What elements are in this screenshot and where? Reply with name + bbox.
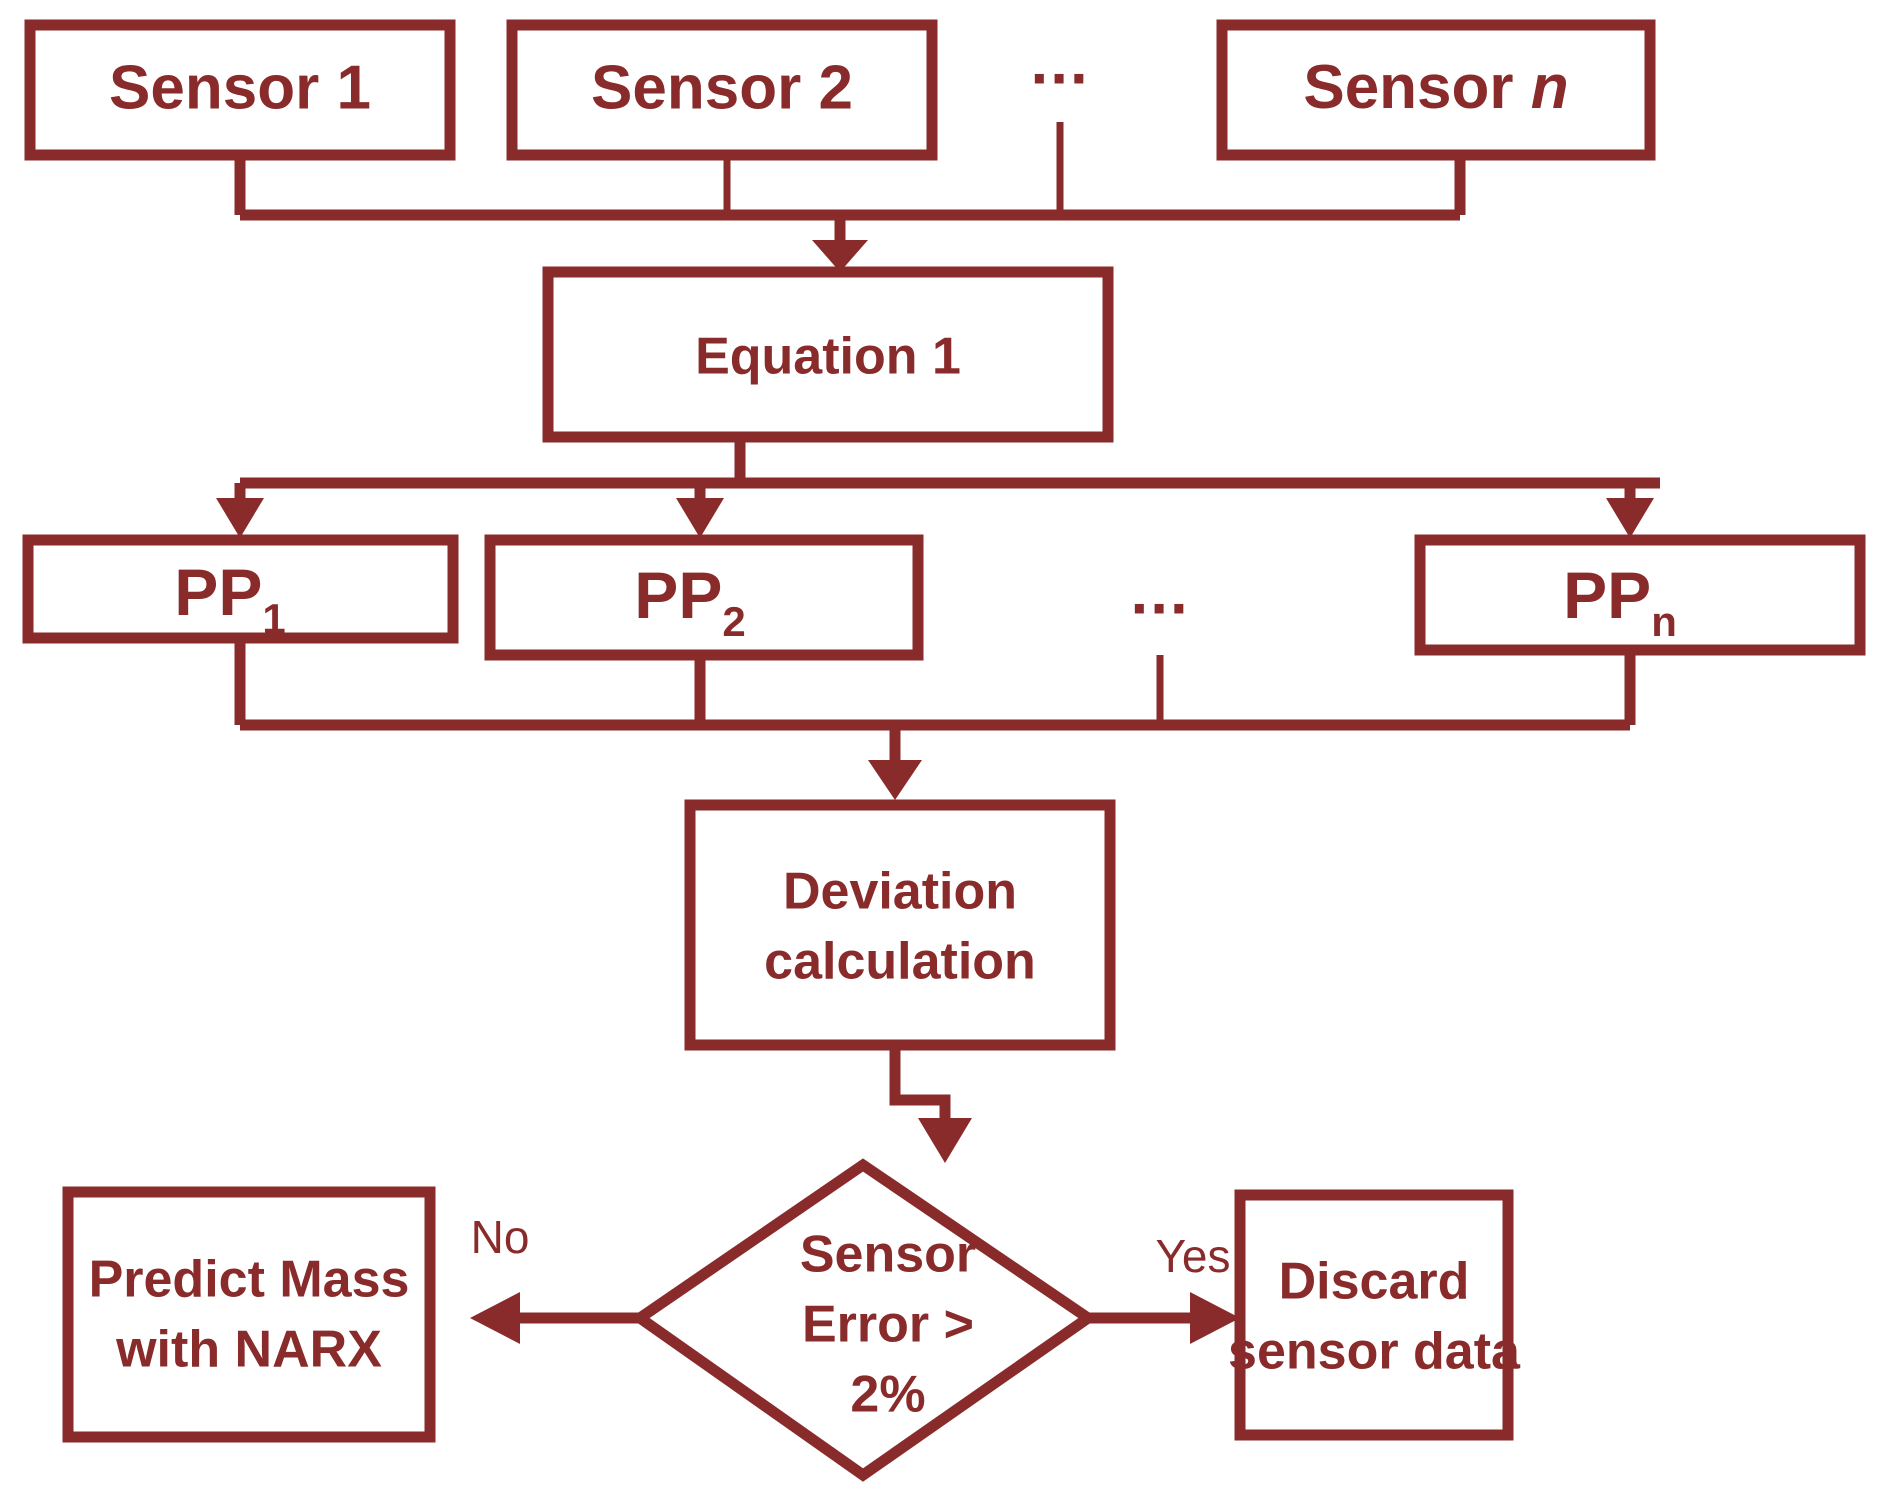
node-sensor-1[interactable]: Sensor 1 (24, 19, 456, 161)
pp-n-label: PPn (1563, 558, 1677, 645)
connector-pp-to-deviation (234, 638, 1636, 800)
connector-sensors-to-equation (234, 122, 1466, 272)
discard-label-line2: sensor data (1228, 1323, 1521, 1381)
deviation-label-line2: calculation (764, 933, 1036, 991)
node-pp-2[interactable]: PP2 (484, 534, 924, 661)
connector-decision-no (470, 1292, 640, 1344)
node-sensor-n[interactable]: Sensor n (1216, 19, 1656, 161)
deviation-box[interactable] (684, 799, 1116, 1051)
pp-n-box[interactable] (1414, 534, 1866, 656)
arrowhead-to-predict-mass (470, 1292, 520, 1344)
connector-deviation-jog (889, 1047, 951, 1125)
connector-decision-yes (1088, 1292, 1240, 1344)
sensor-n-label-base: Sensor (1303, 53, 1530, 122)
node-pp-1[interactable]: PP1 (22, 534, 459, 644)
decision-label-line1: Sensor (800, 1226, 976, 1284)
decision-diamond[interactable] (630, 1158, 1098, 1482)
pp-2-label: PP2 (634, 558, 745, 645)
decision-label-line2: Error > (802, 1296, 974, 1354)
branch-label-yes: Yes (1155, 1230, 1230, 1282)
node-predict-mass-narx[interactable]: Predict Mass with NARX (62, 1186, 436, 1443)
connector-deviation-to-decision (889, 1047, 972, 1163)
pp-n-base: PP (1563, 558, 1651, 632)
node-sensor-error-decision[interactable]: Sensor Error > 2% (630, 1158, 1098, 1482)
arrowhead-to-decision (918, 1118, 972, 1163)
node-discard-sensor-data[interactable]: Discard sensor data (1228, 1189, 1521, 1441)
node-equation-1[interactable]: Equation 1 (542, 266, 1114, 443)
node-pp-n[interactable]: PPn (1414, 534, 1866, 656)
pp-1-box[interactable] (22, 534, 459, 644)
arrowhead-to-ppn (1606, 498, 1654, 538)
sensor-2-box[interactable] (506, 19, 938, 161)
branch-label-no: No (471, 1211, 530, 1263)
predict-mass-box[interactable] (62, 1186, 436, 1443)
sensor-row-ellipsis: ∙∙∙ (1030, 42, 1089, 114)
discard-box[interactable] (1234, 1189, 1514, 1441)
pp-1-subscript: 1 (262, 595, 285, 642)
sensor-2-label: Sensor 2 (591, 53, 853, 122)
predict-mass-label-line2: with NARX (115, 1321, 382, 1379)
pp-2-base: PP (634, 558, 722, 632)
node-deviation-calculation[interactable]: Deviation calculation (684, 799, 1116, 1051)
sensor-n-box[interactable] (1216, 19, 1656, 161)
sensor-1-box[interactable] (24, 19, 456, 161)
sensor-n-label-suffix: n (1531, 53, 1569, 122)
sensor-1-label: Sensor 1 (109, 53, 371, 122)
equation-1-box[interactable] (542, 266, 1114, 443)
pp-2-box[interactable] (484, 534, 924, 661)
pp-1-base: PP (174, 555, 262, 629)
predict-mass-label-line1: Predict Mass (89, 1251, 410, 1309)
pp-row-ellipsis: ∙∙∙ (1130, 572, 1189, 644)
pp-n-subscript: n (1651, 598, 1677, 645)
decision-label-line3: 2% (850, 1366, 925, 1424)
node-sensor-2[interactable]: Sensor 2 (506, 19, 938, 161)
arrowhead-to-discard (1190, 1292, 1240, 1344)
equation-1-label: Equation 1 (695, 328, 961, 386)
arrowhead-to-pp2 (676, 498, 724, 538)
arrowhead-to-pp1 (216, 498, 264, 538)
pp-2-subscript: 2 (722, 598, 745, 645)
connector-equation-to-pp (216, 437, 1660, 538)
discard-label-line1: Discard (1279, 1253, 1470, 1311)
arrowhead-to-deviation (868, 760, 922, 800)
pp-1-label: PP1 (174, 555, 285, 642)
deviation-label-line1: Deviation (783, 863, 1017, 921)
sensor-n-label: Sensor n (1303, 53, 1568, 122)
arrowhead-to-equation (812, 240, 868, 272)
